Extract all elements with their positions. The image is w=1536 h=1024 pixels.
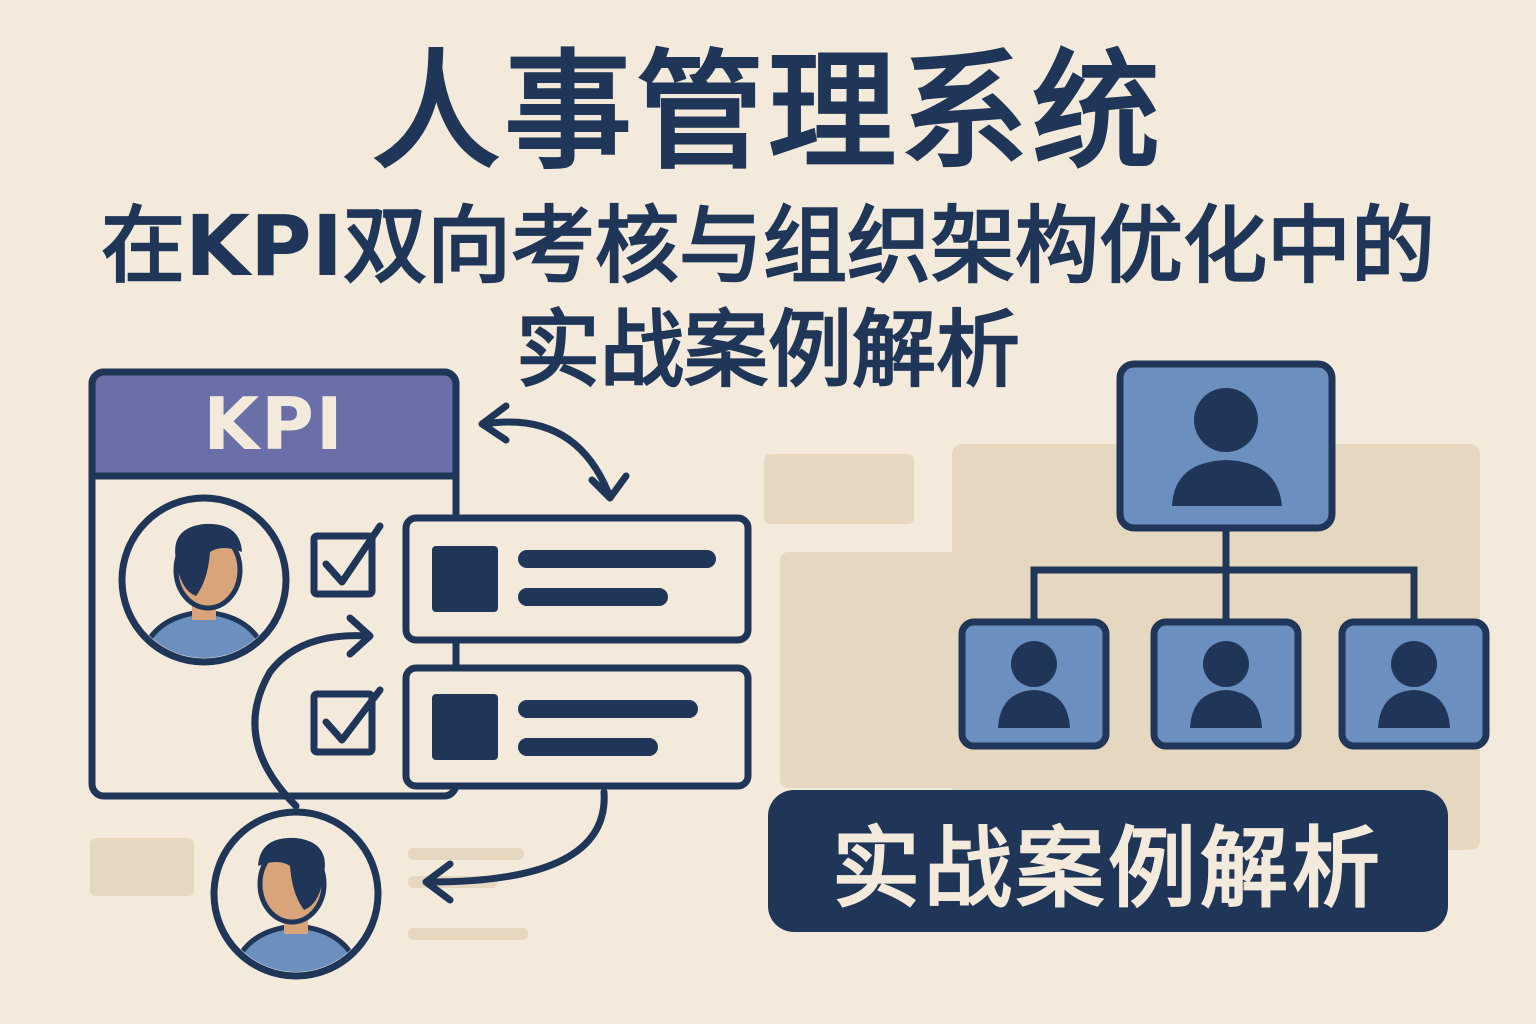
- checkbox-icon: [310, 686, 384, 756]
- page-subtitle-line1: 在KPI双向考核与组织架构优化中的: [101, 197, 1435, 295]
- list-item: [402, 664, 752, 790]
- org-chart-icon: [958, 360, 1490, 750]
- list-item: [402, 514, 752, 644]
- page-subtitle-line2: 实战案例解析: [515, 301, 1020, 399]
- page-title: 人事管理系统: [371, 38, 1164, 187]
- person-icon: [118, 494, 290, 666]
- kpi-card-title: KPI: [203, 382, 345, 466]
- org-node-child: [958, 618, 1110, 750]
- checkbox-icon: [310, 522, 384, 598]
- person-icon: [210, 808, 382, 980]
- org-node-child: [1338, 618, 1490, 750]
- bidirectional-arrow-icon: [251, 402, 630, 904]
- case-study-badge: 实战案例解析: [768, 790, 1448, 932]
- org-node-top: [1116, 360, 1336, 532]
- org-node-child: [1150, 618, 1302, 750]
